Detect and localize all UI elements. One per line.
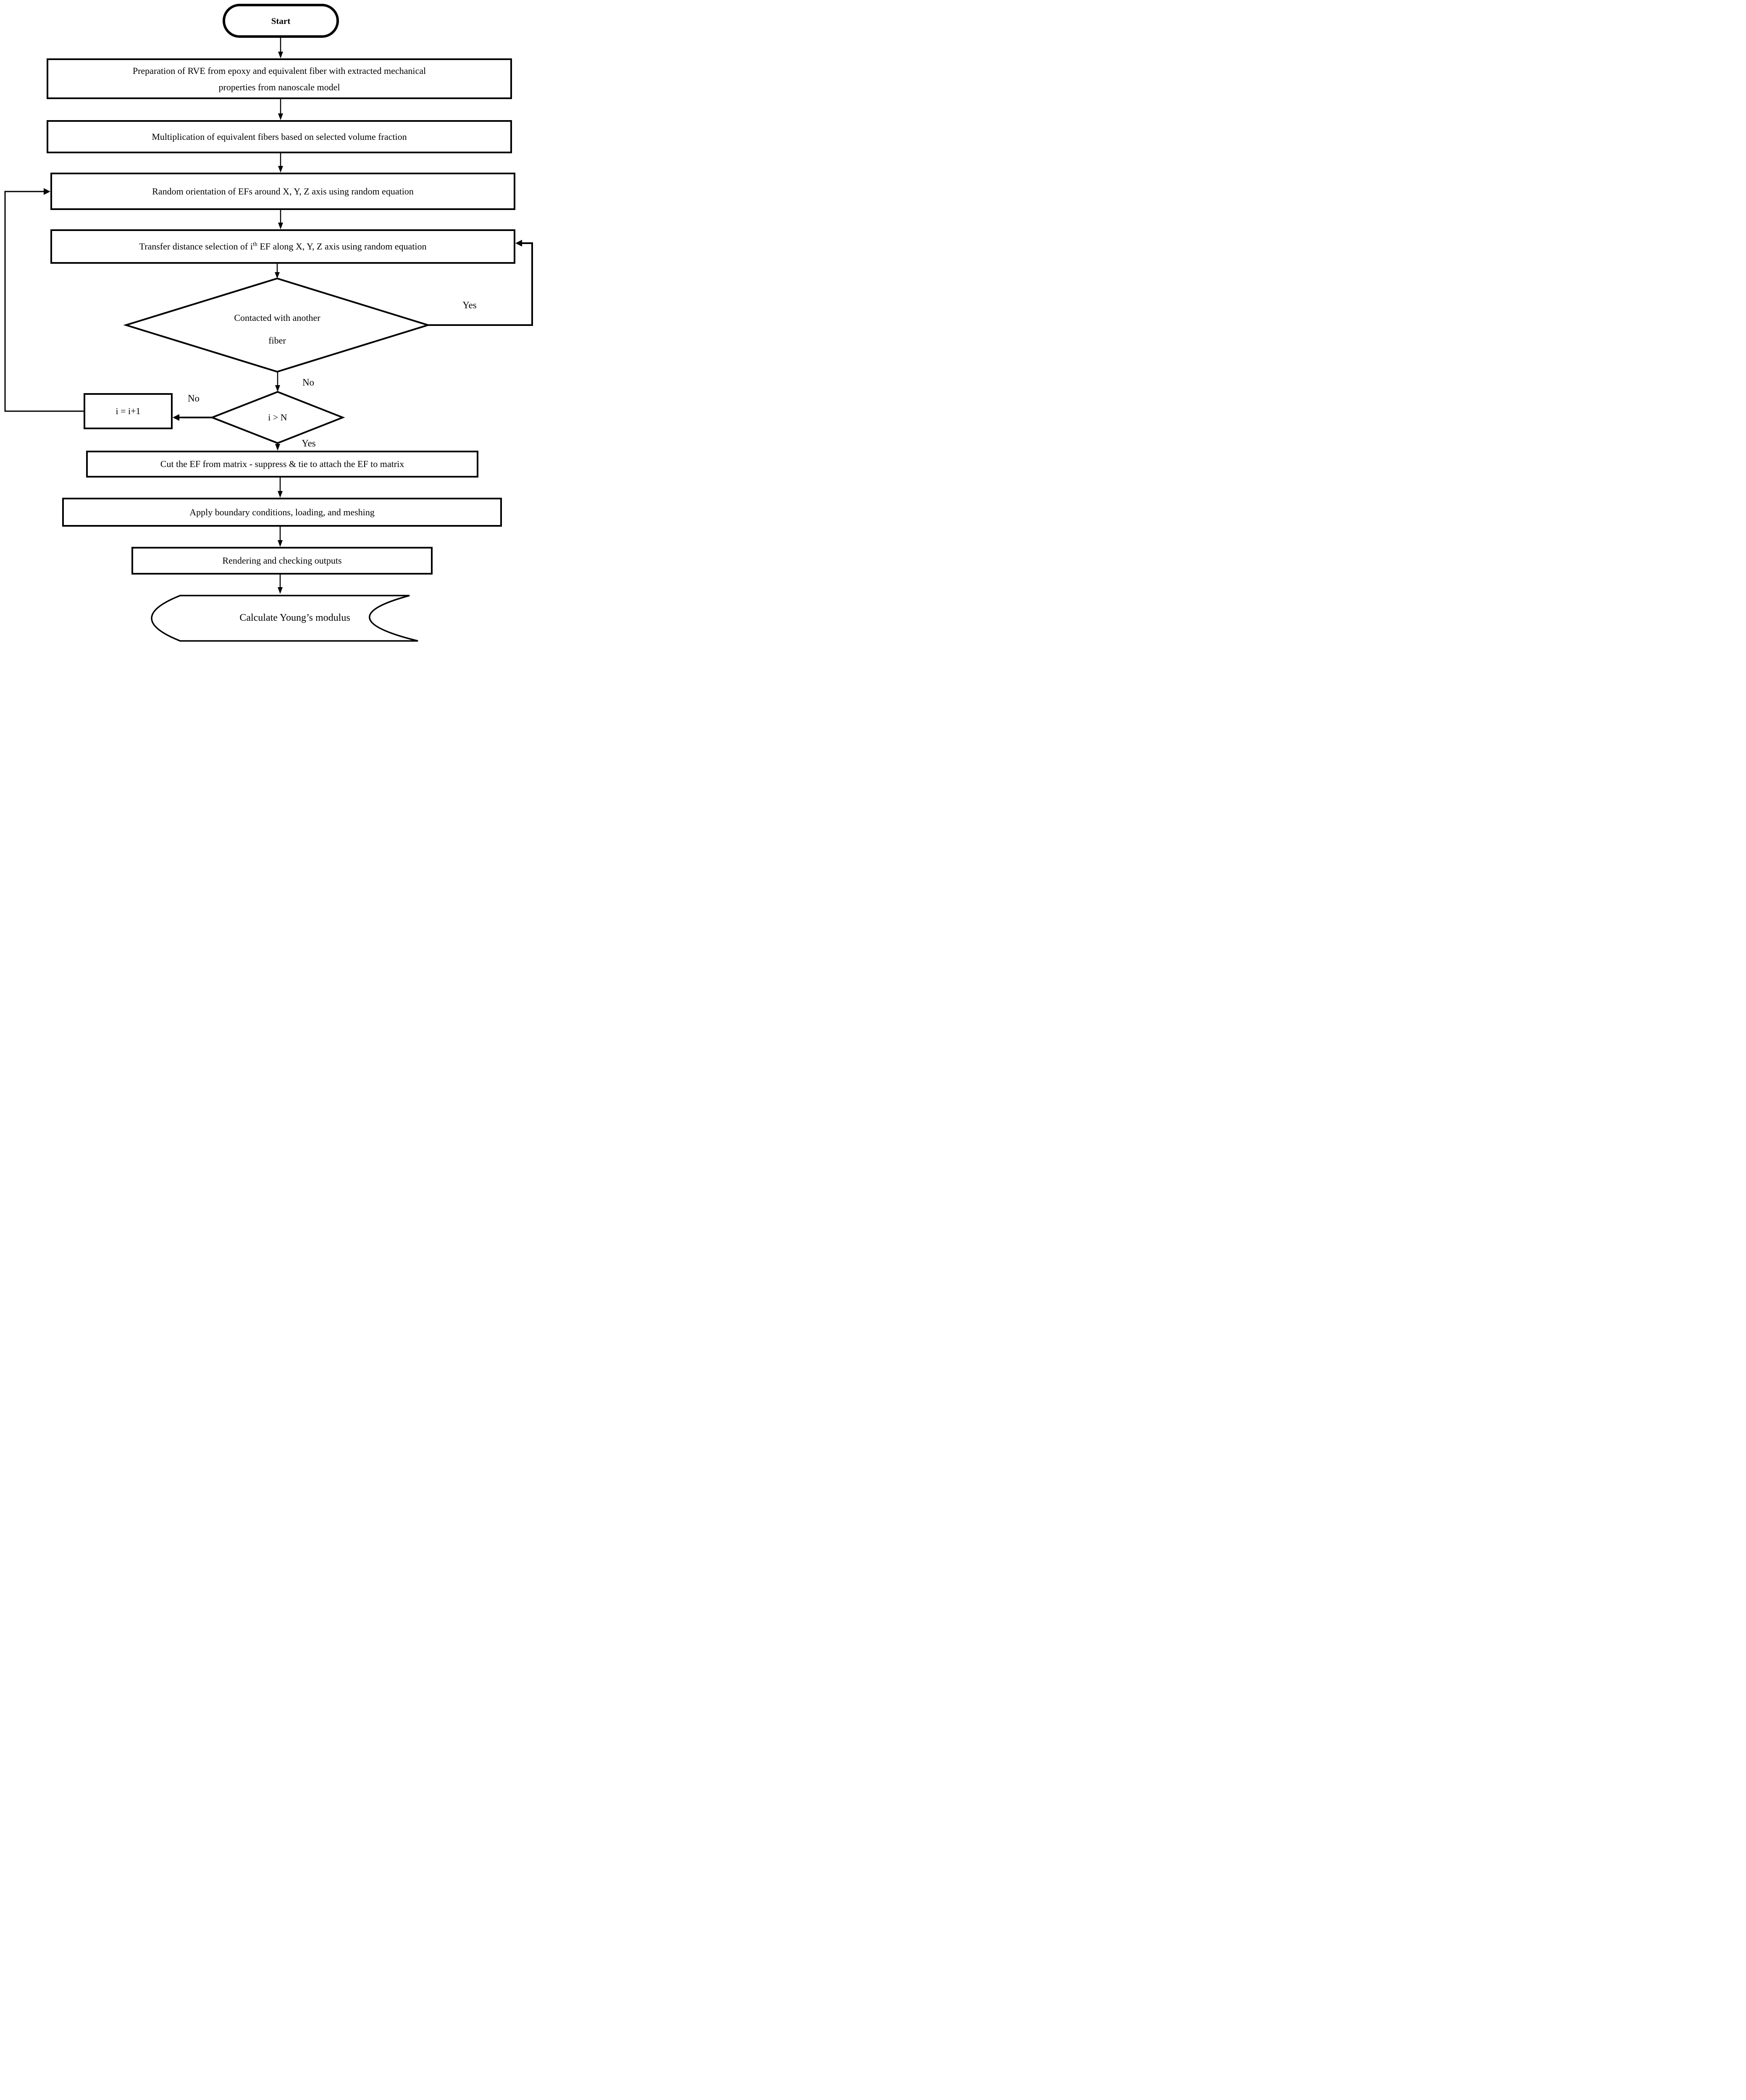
label-no-contact: No bbox=[302, 377, 315, 388]
process-rendering-label: Rendering and checking outputs bbox=[222, 555, 342, 566]
label-yes-count: Yes bbox=[302, 438, 316, 449]
arrowhead-into-cut bbox=[275, 444, 280, 451]
arrowhead-no-into-orientation bbox=[44, 188, 50, 195]
arrowhead-into-increment bbox=[173, 414, 179, 421]
terminator-calculate-label: Calculate Young’s modulus bbox=[239, 612, 350, 623]
process-rendering: Rendering and checking outputs bbox=[131, 547, 433, 575]
arrowhead-into-apply bbox=[278, 491, 283, 498]
process-preparation-label: Preparation of RVE from epoxy and equiva… bbox=[132, 65, 426, 92]
process-cut-label: Cut the EF from matrix - suppress & tie … bbox=[160, 459, 404, 469]
decision-count-shape bbox=[210, 391, 345, 444]
process-increment: i = i+1 bbox=[84, 393, 173, 429]
process-transfer-label: Transfer distance selection of ith EF al… bbox=[139, 241, 427, 252]
arrowhead-into-preparation bbox=[278, 52, 283, 58]
process-multiplication: Multiplication of equivalent fibers base… bbox=[47, 120, 512, 153]
arrowhead-into-orientation bbox=[278, 166, 283, 173]
process-apply: Apply boundary conditions, loading, and … bbox=[62, 498, 502, 527]
decision-count-label: i > N bbox=[268, 412, 287, 423]
terminator-calculate-shape bbox=[151, 595, 418, 642]
feedback-yes-path bbox=[428, 242, 533, 326]
process-orientation-label: Random orientation of EFs around X, Y, Z… bbox=[152, 186, 414, 197]
arrowhead-into-count bbox=[275, 385, 280, 392]
arrowhead-into-contact bbox=[275, 272, 280, 278]
transfer-superscript: th bbox=[252, 241, 257, 248]
process-increment-label: i = i+1 bbox=[116, 406, 141, 416]
process-cut: Cut the EF from matrix - suppress & tie … bbox=[86, 451, 478, 478]
process-multiplication-label: Multiplication of equivalent fibers base… bbox=[152, 131, 407, 142]
arrowhead-into-rendering bbox=[278, 540, 283, 547]
process-orientation: Random orientation of EFs around X, Y, Z… bbox=[50, 173, 515, 210]
start-label: Start bbox=[271, 16, 291, 26]
feedback-no-path bbox=[4, 191, 84, 412]
decision-contact-label: Contacted with another fiber bbox=[234, 312, 320, 346]
start-terminator: Start bbox=[223, 4, 339, 38]
arrowhead-yes-into-transfer bbox=[515, 240, 522, 247]
arrowhead-into-calculate bbox=[278, 587, 283, 594]
label-yes-contact: Yes bbox=[462, 300, 477, 310]
arrowhead-into-transfer bbox=[278, 223, 283, 229]
flowchart-canvas: Start Preparation of RVE from epoxy and … bbox=[0, 0, 538, 648]
decision-contact-shape bbox=[123, 277, 431, 373]
process-apply-label: Apply boundary conditions, loading, and … bbox=[189, 507, 375, 517]
process-transfer: Transfer distance selection of ith EF al… bbox=[50, 229, 515, 264]
connector-svg bbox=[4, 38, 533, 642]
label-no-count: No bbox=[187, 393, 200, 404]
process-preparation: Preparation of RVE from epoxy and equiva… bbox=[47, 58, 512, 99]
arrowhead-into-multiplication bbox=[278, 113, 283, 120]
